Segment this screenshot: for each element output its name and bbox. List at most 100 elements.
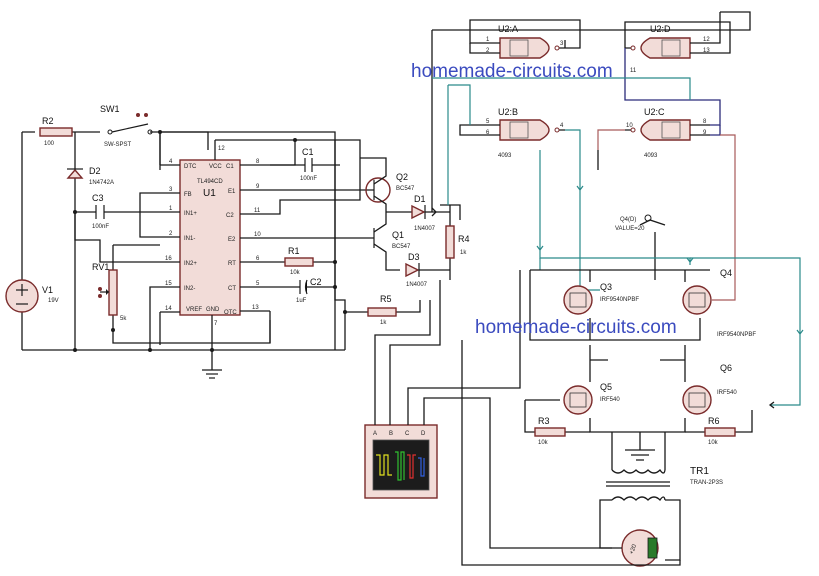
u1-pin-c1: C1 — [226, 164, 234, 170]
v1-ref: V1 — [42, 285, 53, 295]
q4-part: IRF9540NPBF — [717, 332, 756, 338]
d2-zener: D2 1N4742A — [66, 160, 114, 350]
rv1-ref: RV1 — [92, 262, 109, 272]
r6-resistor: R6 10k — [704, 416, 736, 446]
r5-resistor: R5 1k — [345, 294, 421, 326]
u1-pinnum-6: 6 — [256, 256, 260, 262]
wire-hbridge — [524, 150, 801, 561]
u2b-pin6: 6 — [486, 130, 490, 136]
d1-diode: D1 1N4007 — [411, 194, 450, 232]
q1-ref: Q1 — [392, 230, 404, 240]
r3-resistor: R3 10k — [534, 416, 566, 446]
u2c-part: 4093 — [644, 153, 658, 159]
u2a-pin1: 1 — [486, 37, 490, 43]
c1-value: 100nF — [300, 176, 317, 182]
wire-scope-probes — [374, 270, 681, 566]
d3-ref: D3 — [408, 252, 420, 262]
u1-pin-in2p: IN2+ — [184, 261, 197, 267]
u1-pinnum-10: 10 — [254, 232, 261, 238]
tr1-transformer: TR1 TRAN-2P3S — [606, 466, 723, 502]
r6-ref: R6 — [708, 416, 720, 426]
q2-ref: Q2 — [396, 172, 408, 182]
c3-ref: C3 — [92, 193, 104, 203]
c2-ref: C2 — [310, 277, 322, 287]
q6-mosfet: Q6 IRF540 — [682, 363, 737, 415]
u2a-pin2: 2 — [486, 48, 490, 54]
junction-dots — [73, 130, 347, 352]
scope-ch-c: C — [405, 431, 410, 437]
u1-pinnum-11: 11 — [254, 208, 261, 214]
sw1-ref: SW1 — [100, 104, 120, 114]
r3-value: 10k — [538, 440, 549, 446]
r1-ref: R1 — [288, 246, 300, 256]
q2-part: BC547 — [396, 186, 415, 192]
scope-ch-a: A — [373, 431, 377, 437]
r4-ref: R4 — [458, 234, 470, 244]
u2b-pin4: 4 — [560, 123, 564, 129]
u1-pin-e1: E1 — [228, 189, 236, 195]
u2a-pin3: 3 — [560, 41, 564, 47]
r2-ref: R2 — [42, 116, 54, 126]
c3-capacitor: C3 100nF — [75, 193, 160, 230]
d3-diode: D3 1N4007 — [405, 252, 450, 288]
u1-pinnum-12: 12 — [218, 146, 225, 152]
u1-pin-vref: VREF — [186, 307, 202, 313]
c2-capacitor: C2 1uF — [290, 277, 322, 304]
u1-pin-in1p: IN1+ — [184, 211, 197, 217]
u1-pin-c2: C2 — [226, 213, 234, 219]
u1-pin-dtc: DTC — [184, 164, 197, 170]
u2d-gate: U2:D 12 13 11 — [625, 24, 710, 74]
r5-value: 1k — [380, 320, 387, 326]
u2b-gate: U2:B 4093 5 6 4 — [480, 107, 565, 159]
q4-ref: Q4 — [720, 268, 732, 278]
q5-part: IRF540 — [600, 397, 620, 403]
u1-pinnum-7: 7 — [214, 321, 218, 327]
r2-resistor: R2 100 — [39, 116, 73, 147]
u1-pin-vcc: VCC — [209, 164, 222, 170]
u1-ref: U1 — [203, 188, 216, 199]
u1-part: TL494CD — [197, 179, 223, 185]
u2d-pin11: 11 — [630, 68, 637, 74]
q1-transistor: Q1 BC547 — [368, 212, 411, 271]
u1-pin-ct: CT — [228, 286, 236, 292]
q3-part: IRF9540NPBF — [600, 297, 639, 303]
wire-top-rail — [21, 131, 336, 350]
u1-pin-rt: RT — [228, 261, 236, 267]
r1-value: 10k — [290, 270, 301, 276]
v1-source: V1 19V — [5, 150, 59, 350]
u1-pinnum-2: 2 — [169, 231, 173, 237]
u1-pinnum-13: 13 — [252, 305, 259, 311]
v1-value: 19V — [48, 298, 59, 304]
u1-pinnum-4: 4 — [169, 159, 173, 165]
u1-pin-e2: E2 — [228, 237, 236, 243]
q4-mosfet: Q4 IRF9540NPBF — [682, 268, 756, 338]
tr1-part: TRAN-2P3S — [690, 480, 723, 486]
u1-pinnum-14: 14 — [165, 306, 172, 312]
u2b-part: 4093 — [498, 153, 512, 159]
q5-mosfet: Q5 IRF540 — [563, 382, 620, 415]
u2c-pin9: 9 — [703, 130, 707, 136]
d1-ref: D1 — [414, 194, 426, 204]
sw1-value: SW-SPST — [104, 142, 132, 148]
meter-reading: +20 — [629, 543, 638, 555]
q6-ref: Q6 — [720, 363, 732, 373]
u2b-pin5: 5 — [486, 119, 490, 125]
q5-ref: Q5 — [600, 382, 612, 392]
rv1-potentiometer: RV1 5k — [92, 244, 160, 330]
d2-ref: D2 — [89, 166, 101, 176]
u1-pinnum-8: 8 — [256, 159, 260, 165]
q3-ref: Q3 — [600, 282, 612, 292]
u2a-ref: U2:A — [498, 24, 518, 34]
rv1-value: 5k — [120, 316, 127, 322]
u1-pinnum-1: 1 — [169, 206, 173, 212]
r5-ref: R5 — [380, 294, 392, 304]
u1-pin-in2m: IN2- — [184, 286, 195, 292]
r1-resistor: R1 10k — [284, 246, 314, 276]
r2-value: 100 — [44, 141, 55, 147]
wire-u1-outputs — [215, 139, 368, 350]
c1-capacitor: C1 100nF — [300, 147, 318, 182]
r3-ref: R3 — [538, 416, 550, 426]
voltmeter: +20 — [621, 529, 659, 567]
u2b-ref: U2:B — [498, 107, 518, 117]
